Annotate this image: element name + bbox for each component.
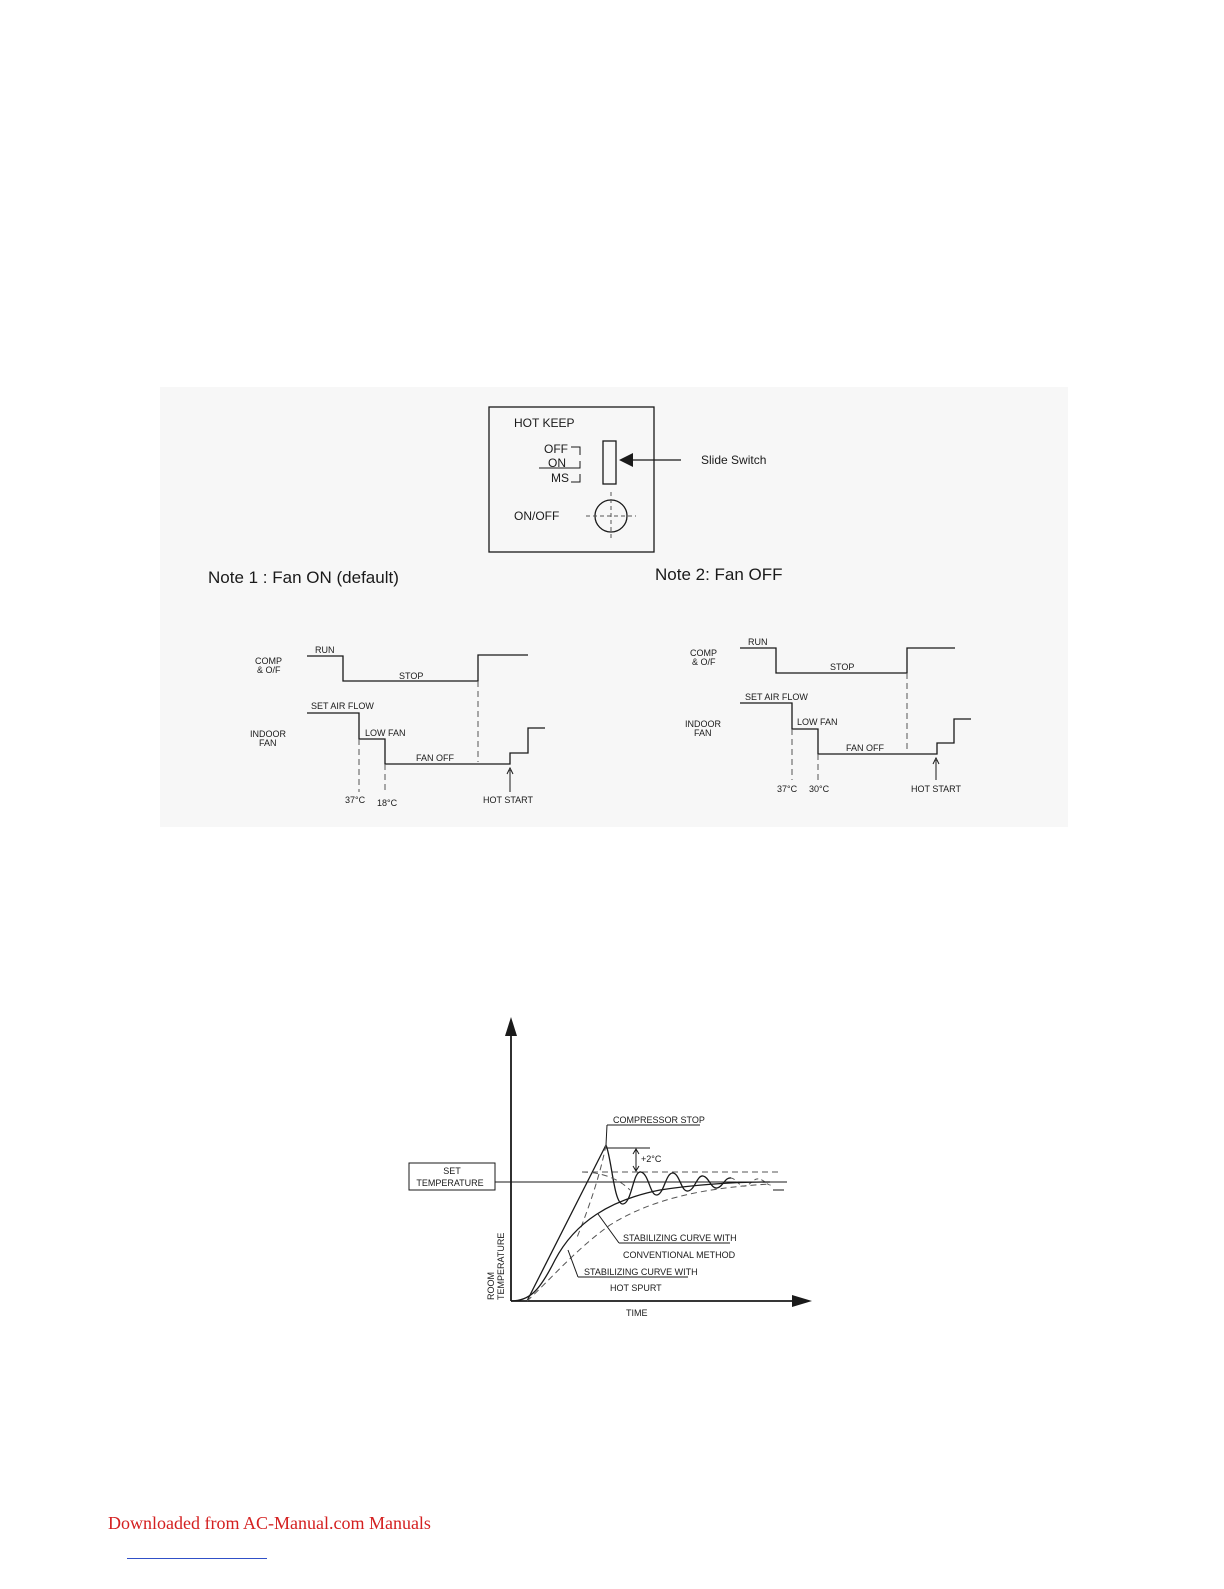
note2-comp-label-2: & O/F: [692, 657, 716, 667]
compressor-rise-line: [526, 1144, 607, 1302]
switch-position-on: ON: [548, 456, 566, 470]
note1-comp-label-2: & O/F: [257, 665, 281, 675]
note2-fan-label-2: FAN: [694, 728, 712, 738]
delta-label: +2°C: [641, 1154, 662, 1164]
note1-low-fan: LOW FAN: [365, 728, 406, 738]
hotspurt-leader: [567, 1249, 579, 1278]
note2-low-fan: LOW FAN: [797, 717, 838, 727]
compressor-stop-leader: [605, 1124, 608, 1146]
hotspurt-label-2: HOT SPURT: [610, 1283, 662, 1293]
note1-hot-start: HOT START: [483, 795, 534, 805]
note1-fan-label-2: FAN: [259, 738, 277, 748]
footer-download-link[interactable]: Downloaded from AC-Manual.com Manuals: [108, 1513, 431, 1533]
note2-fan-signal: [740, 702, 971, 755]
y-axis-arrow: [505, 1017, 517, 1036]
switch-position-ms: MS: [551, 471, 569, 485]
stabilizing-curve-conventional: [526, 1183, 771, 1302]
conventional-label-2: CONVENTIONAL METHOD: [623, 1250, 736, 1260]
note1-comp-signal: [307, 654, 528, 682]
switch-panel-frame: [488, 406, 655, 553]
note1-dashed-markers: [358, 681, 479, 794]
slide-switch[interactable]: [602, 440, 617, 485]
figure-background: [160, 387, 1068, 827]
note2-set-air-flow: SET AIR FLOW: [745, 692, 808, 702]
note2-run: RUN: [748, 637, 768, 647]
set-temperature-label-2: TEMPERATURE: [416, 1178, 483, 1188]
compressor-stop-label: COMPRESSOR STOP: [613, 1115, 705, 1125]
conventional-leader: [597, 1213, 620, 1244]
note2-hot-start: HOT START: [911, 784, 962, 794]
note2-stop: STOP: [830, 662, 854, 672]
note2-timing-diagram: COMP & O/F INDOOR FAN RUN STOP SET AIR F…: [685, 637, 971, 794]
note2-fan-off: FAN OFF: [846, 743, 885, 753]
set-temperature-label: SET: [443, 1166, 461, 1176]
conventional-label: STABILIZING CURVE WITH: [623, 1233, 737, 1243]
note1-fan-signal: [307, 712, 545, 765]
note1-fan-off: FAN OFF: [416, 753, 455, 763]
note1-hot-start-arrowhead: [506, 766, 514, 775]
hot-keep-title: HOT KEEP: [514, 416, 574, 430]
hot-spurt-diagram: SET TEMPERATURE +2°C COMPRESSOR STOP STA…: [408, 1017, 812, 1318]
footer-rule: [127, 1558, 267, 1559]
onoff-crosshair: [586, 492, 636, 540]
note1-timing-diagram: COMP & O/F INDOOR FAN RUN STOP SET AIR F…: [250, 645, 545, 808]
switch-panel: HOT KEEP OFF ON MS Slide Switch ON/OFF: [488, 406, 766, 553]
note2-comp-signal: [740, 647, 955, 674]
delta-arrowheads: [632, 1148, 640, 1172]
set-temperature-box: [408, 1162, 496, 1191]
note2-temp-37: 37°C: [777, 784, 798, 794]
y-axis-label: ROOM: [486, 1272, 496, 1300]
note2-temp-30: 30°C: [809, 784, 830, 794]
note1-stop: STOP: [399, 671, 423, 681]
x-axis-arrow: [792, 1295, 812, 1307]
y-axis-label-2: TEMPERATURE: [496, 1233, 506, 1300]
x-axis-label: TIME: [626, 1308, 648, 1318]
hotspurt-label: STABILIZING CURVE WITH: [584, 1267, 698, 1277]
note1-run: RUN: [315, 645, 335, 655]
note2-heading: Note 2: Fan OFF: [655, 565, 783, 584]
note1-heading: Note 1 : Fan ON (default): [208, 568, 399, 587]
note2-hot-start-arrowhead: [932, 756, 940, 765]
note2-comp-label: COMP: [690, 648, 717, 658]
switch-position-off: OFF: [544, 442, 568, 456]
note1-comp-label: COMP: [255, 656, 282, 666]
conventional-overshoot-dashed: [581, 1171, 631, 1191]
note2-fan-label: INDOOR: [685, 719, 722, 729]
slide-switch-callout: Slide Switch: [701, 453, 766, 467]
onoff-label: ON/OFF: [514, 509, 559, 523]
stabilizing-curve-hot-spurt: [510, 1181, 771, 1302]
note1-set-air-flow: SET AIR FLOW: [311, 701, 374, 711]
note1-fan-label: INDOOR: [250, 729, 287, 739]
note1-temp-18: 18°C: [377, 798, 398, 808]
peak-descent-dashed: [575, 1144, 607, 1241]
hot-spurt-oscillation: [605, 1144, 732, 1205]
callout-arrow-head: [619, 453, 633, 467]
note2-dashed-markers: [791, 673, 908, 780]
switch-position-ticks: [539, 446, 581, 483]
note1-temp-37: 37°C: [345, 795, 366, 805]
